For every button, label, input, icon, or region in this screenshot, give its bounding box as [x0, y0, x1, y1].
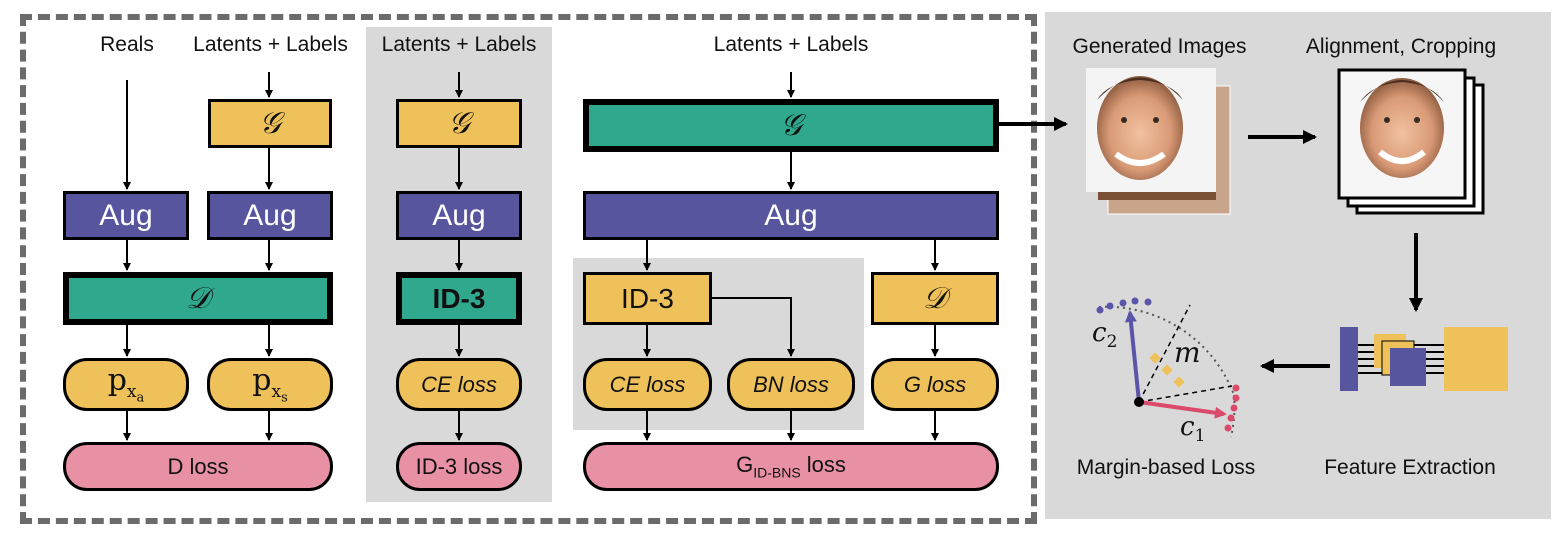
d-loss-node[interactable]: D loss [63, 442, 333, 491]
discriminator-box-3[interactable]: 𝒟 [871, 272, 999, 325]
generator-symbol: 𝒢 [780, 108, 802, 143]
margin-m-label: m [1174, 336, 1201, 369]
generated-face-stack [1086, 68, 1231, 215]
g-id-bns-loss-node[interactable]: GID-BNS loss [583, 442, 999, 491]
c2-label: c2 [1092, 318, 1118, 353]
g-id-bns-loss-label: GID-BNS loss [736, 452, 846, 481]
p-xa-node[interactable]: pxa [63, 358, 189, 411]
aug-label: Aug [432, 198, 486, 232]
p-xs-text: pxs [252, 363, 288, 406]
ce-loss-label: CE loss [609, 371, 686, 397]
aug-label: Aug [243, 198, 297, 232]
generator-box-1[interactable]: 𝒢 [208, 99, 332, 148]
generated-images-label: Generated Images [1072, 35, 1247, 58]
feature-extraction-label: Feature Extraction [1324, 456, 1496, 479]
id3-loss-label: ID-3 loss [415, 453, 503, 479]
reals-label: Reals [100, 33, 154, 56]
latents-labels-label-3: Latents + Labels [713, 33, 869, 56]
generator-box-2[interactable]: 𝒢 [396, 99, 522, 148]
p-xs-node[interactable]: pxs [207, 358, 333, 411]
latents-labels-label-1: Latents + Labels [193, 33, 348, 56]
aug-label: Aug [764, 198, 818, 232]
aug-synthetic-box[interactable]: Aug [207, 191, 333, 240]
margin-loss-label: Margin-based Loss [1076, 456, 1256, 479]
generator-symbol: 𝒢 [259, 106, 281, 141]
alignment-cropping-label: Alignment, Cropping [1305, 35, 1497, 58]
ce-loss-label: CE loss [421, 371, 497, 397]
generator-box-3[interactable]: 𝒢 [583, 99, 999, 152]
discriminator-symbol: 𝒟 [186, 281, 210, 316]
aligned-face-stack [1337, 68, 1485, 215]
id3-box-trainable[interactable]: ID-3 [583, 272, 712, 325]
ce-loss-node-3[interactable]: CE loss [583, 358, 712, 411]
training-pipeline-frame [20, 14, 1037, 524]
margin-angle-diagram [1096, 297, 1240, 438]
id3-label: ID-3 [432, 282, 486, 314]
bn-loss-label: BN loss [753, 371, 829, 397]
aug-label: Aug [99, 198, 153, 232]
aug-box-2[interactable]: Aug [396, 191, 522, 240]
bn-loss-node[interactable]: BN loss [727, 358, 855, 411]
feature-extractor-icon [1340, 327, 1508, 391]
latents-labels-label-2: Latents + Labels [381, 33, 537, 56]
g-loss-node[interactable]: G loss [871, 358, 999, 411]
discriminator-symbol: 𝒟 [923, 281, 947, 316]
c1-label: c1 [1180, 412, 1206, 447]
id3-loss-node[interactable]: ID-3 loss [396, 442, 522, 491]
generator-symbol: 𝒢 [448, 106, 470, 141]
d-loss-label: D loss [167, 453, 229, 479]
id3-box-frozen[interactable]: ID-3 [396, 272, 522, 325]
p-xa-text: pxa [107, 363, 145, 406]
id3-label: ID-3 [621, 282, 674, 314]
aug-box-3[interactable]: Aug [583, 191, 999, 240]
ce-loss-node-2[interactable]: CE loss [396, 358, 522, 411]
aug-real-box[interactable]: Aug [63, 191, 189, 240]
g-loss-label: G loss [903, 371, 967, 397]
discriminator-box-1[interactable]: 𝒟 [63, 272, 333, 325]
